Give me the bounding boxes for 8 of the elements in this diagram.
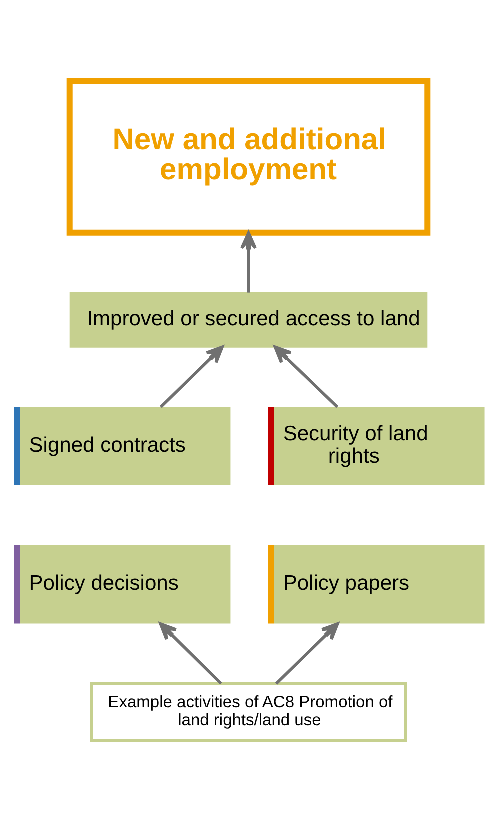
node-box: Example activities of AC8 Promotion of land rights/land use xyxy=(90,682,408,742)
node-box: New and additional employment xyxy=(66,78,431,236)
arrow xyxy=(160,346,224,408)
node-box: Improved or secured access to land xyxy=(70,292,428,348)
arrow xyxy=(274,346,339,408)
arrow xyxy=(159,622,222,685)
arrow xyxy=(275,622,340,685)
arrow xyxy=(240,232,258,293)
